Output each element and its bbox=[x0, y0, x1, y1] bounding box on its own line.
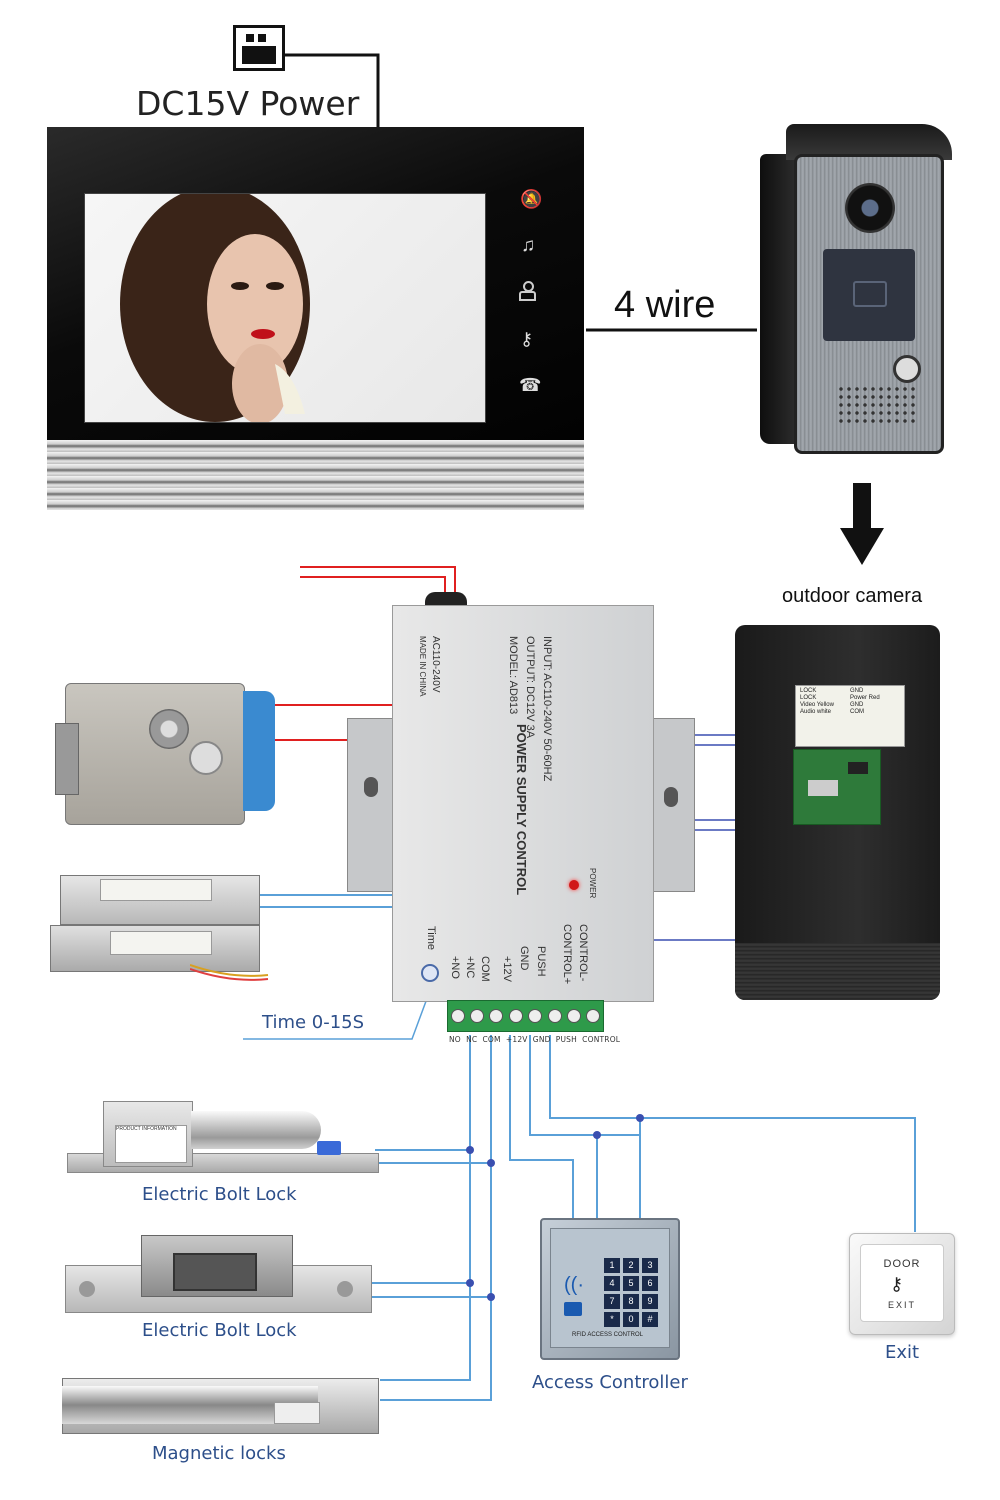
key-icon: ⚷ bbox=[890, 1274, 904, 1294]
rim-lock bbox=[55, 683, 275, 825]
bolt-lock-2-label: Electric Bolt Lock bbox=[142, 1320, 297, 1341]
keypad-key[interactable]: 0 bbox=[623, 1312, 639, 1327]
keypad-key[interactable]: 8 bbox=[623, 1294, 639, 1309]
psu-made: MADE IN CHINA bbox=[418, 636, 427, 697]
access-controller: 1 2 3 4 5 6 7 8 9 * 0 # ((· RFID ACCESS … bbox=[540, 1218, 680, 1360]
time-label-rotated: Time bbox=[425, 926, 437, 951]
lock-button bbox=[189, 741, 223, 775]
psu-ac: AC110-240V bbox=[430, 636, 441, 693]
exit-label: Exit bbox=[885, 1342, 920, 1363]
music-icon[interactable]: ♫ bbox=[521, 235, 536, 256]
camera-label: outdoor camera bbox=[782, 585, 923, 607]
terminal-label-gnd: GND bbox=[518, 946, 530, 971]
mounting-bracket-right bbox=[647, 718, 695, 892]
keypad-key[interactable]: 6 bbox=[642, 1276, 658, 1291]
monitor-screen bbox=[84, 193, 486, 423]
exit-button[interactable]: DOOR ⚷ EXIT bbox=[849, 1233, 955, 1335]
speaker-grille bbox=[837, 385, 917, 425]
bolt-lock-1-label: Electric Bolt Lock bbox=[142, 1184, 297, 1205]
magnetic-lock-label: Magnetic locks bbox=[152, 1443, 286, 1464]
keypad-key[interactable]: 4 bbox=[604, 1276, 620, 1291]
doorbell-icon[interactable] bbox=[564, 1302, 582, 1316]
keypad-key[interactable]: 1 bbox=[604, 1258, 620, 1273]
indoor-monitor: 🔕 ♫ ⚷ ☎ bbox=[47, 127, 584, 510]
terminal-label-com: COM bbox=[479, 956, 491, 982]
time-knob[interactable] bbox=[421, 964, 439, 982]
camera-circuit-board bbox=[793, 749, 881, 825]
electric-bolt-lock-2 bbox=[65, 1235, 372, 1315]
access-controller-caption: RFID ACCESS CONTROL bbox=[572, 1332, 644, 1338]
call-button[interactable] bbox=[893, 355, 921, 383]
bolt-info-plate: PRODUCT INFORMATION bbox=[115, 1125, 187, 1163]
keypad-key[interactable]: # bbox=[642, 1312, 658, 1327]
rfid-reader-pad bbox=[823, 249, 915, 341]
drop-bolt-lock bbox=[40, 875, 269, 985]
psu-output: OUTPUT: DC12V 3A bbox=[524, 636, 536, 739]
keypad-key[interactable]: 2 bbox=[623, 1258, 639, 1273]
keypad-key[interactable]: 3 bbox=[642, 1258, 658, 1273]
power-led-label: POWER bbox=[588, 868, 597, 899]
terminal-label-control-minus: CONTROL- bbox=[577, 924, 589, 982]
mute-icon[interactable]: 🔕 bbox=[520, 189, 543, 209]
user-icon[interactable] bbox=[519, 281, 536, 301]
keypad-key[interactable]: * bbox=[604, 1312, 620, 1327]
outdoor-camera-front bbox=[760, 124, 952, 456]
terminal-label-nc: +NC bbox=[464, 956, 476, 979]
terminal-label-push: PUSH bbox=[535, 946, 547, 977]
access-keypad: 1 2 3 4 5 6 7 8 9 * 0 # bbox=[604, 1258, 658, 1327]
psu-model: MODEL: AD813 bbox=[507, 636, 519, 715]
woman-portrait-image bbox=[120, 194, 310, 422]
phone-icon[interactable]: ☎ bbox=[519, 375, 542, 395]
keypad-key[interactable]: 9 bbox=[642, 1294, 658, 1309]
exit-button-bottom-text: EXIT bbox=[887, 1300, 916, 1310]
outdoor-camera-back: LOCK LOCK Video Yellow Audio white GND P… bbox=[735, 625, 940, 1000]
terminal-strip-label: NO NC COM +12V GND PUSH CONTROL bbox=[449, 1035, 621, 1044]
camera-label-sticker: LOCK LOCK Video Yellow Audio white GND P… bbox=[795, 685, 905, 747]
terminal-label-control-plus: CONTROL+ bbox=[561, 924, 573, 985]
camera-lens bbox=[845, 183, 895, 233]
time-range-label: Time 0-15S bbox=[262, 1012, 365, 1033]
power-label: DC15V Power bbox=[136, 84, 360, 123]
key-icon[interactable]: ⚷ bbox=[520, 329, 534, 349]
keypad-key[interactable]: 5 bbox=[623, 1276, 639, 1291]
exit-button-top-text: DOOR bbox=[883, 1258, 921, 1270]
wire-label: 4 wire bbox=[614, 284, 716, 326]
terminal-label-no: +NO bbox=[449, 956, 461, 979]
power-supply-box: POWER SUPPLY CONTROL INPUT: AC110-240V 5… bbox=[392, 605, 654, 1002]
electric-bolt-lock-1: PRODUCT INFORMATION bbox=[67, 1095, 379, 1175]
terminal-block bbox=[447, 1000, 604, 1032]
mounting-bracket-left bbox=[347, 718, 397, 892]
psu-title: POWER SUPPLY CONTROL bbox=[514, 724, 529, 896]
power-adapter-icon bbox=[233, 25, 285, 71]
power-led bbox=[569, 880, 579, 890]
lock-cylinder bbox=[149, 709, 189, 749]
keypad-key[interactable]: 7 bbox=[604, 1294, 620, 1309]
rfid-icon: ((· bbox=[564, 1274, 584, 1296]
magnetic-lock bbox=[62, 1372, 379, 1434]
monitor-silver-trim bbox=[47, 440, 584, 510]
terminal-label-12v: +12V bbox=[501, 956, 513, 982]
psu-input: INPUT: AC110-240V 50-60HZ bbox=[541, 636, 553, 782]
wire-code-labels: LOCK LOCK Video Yellow Audio white bbox=[800, 688, 834, 715]
access-controller-label: Access Controller bbox=[532, 1372, 688, 1393]
